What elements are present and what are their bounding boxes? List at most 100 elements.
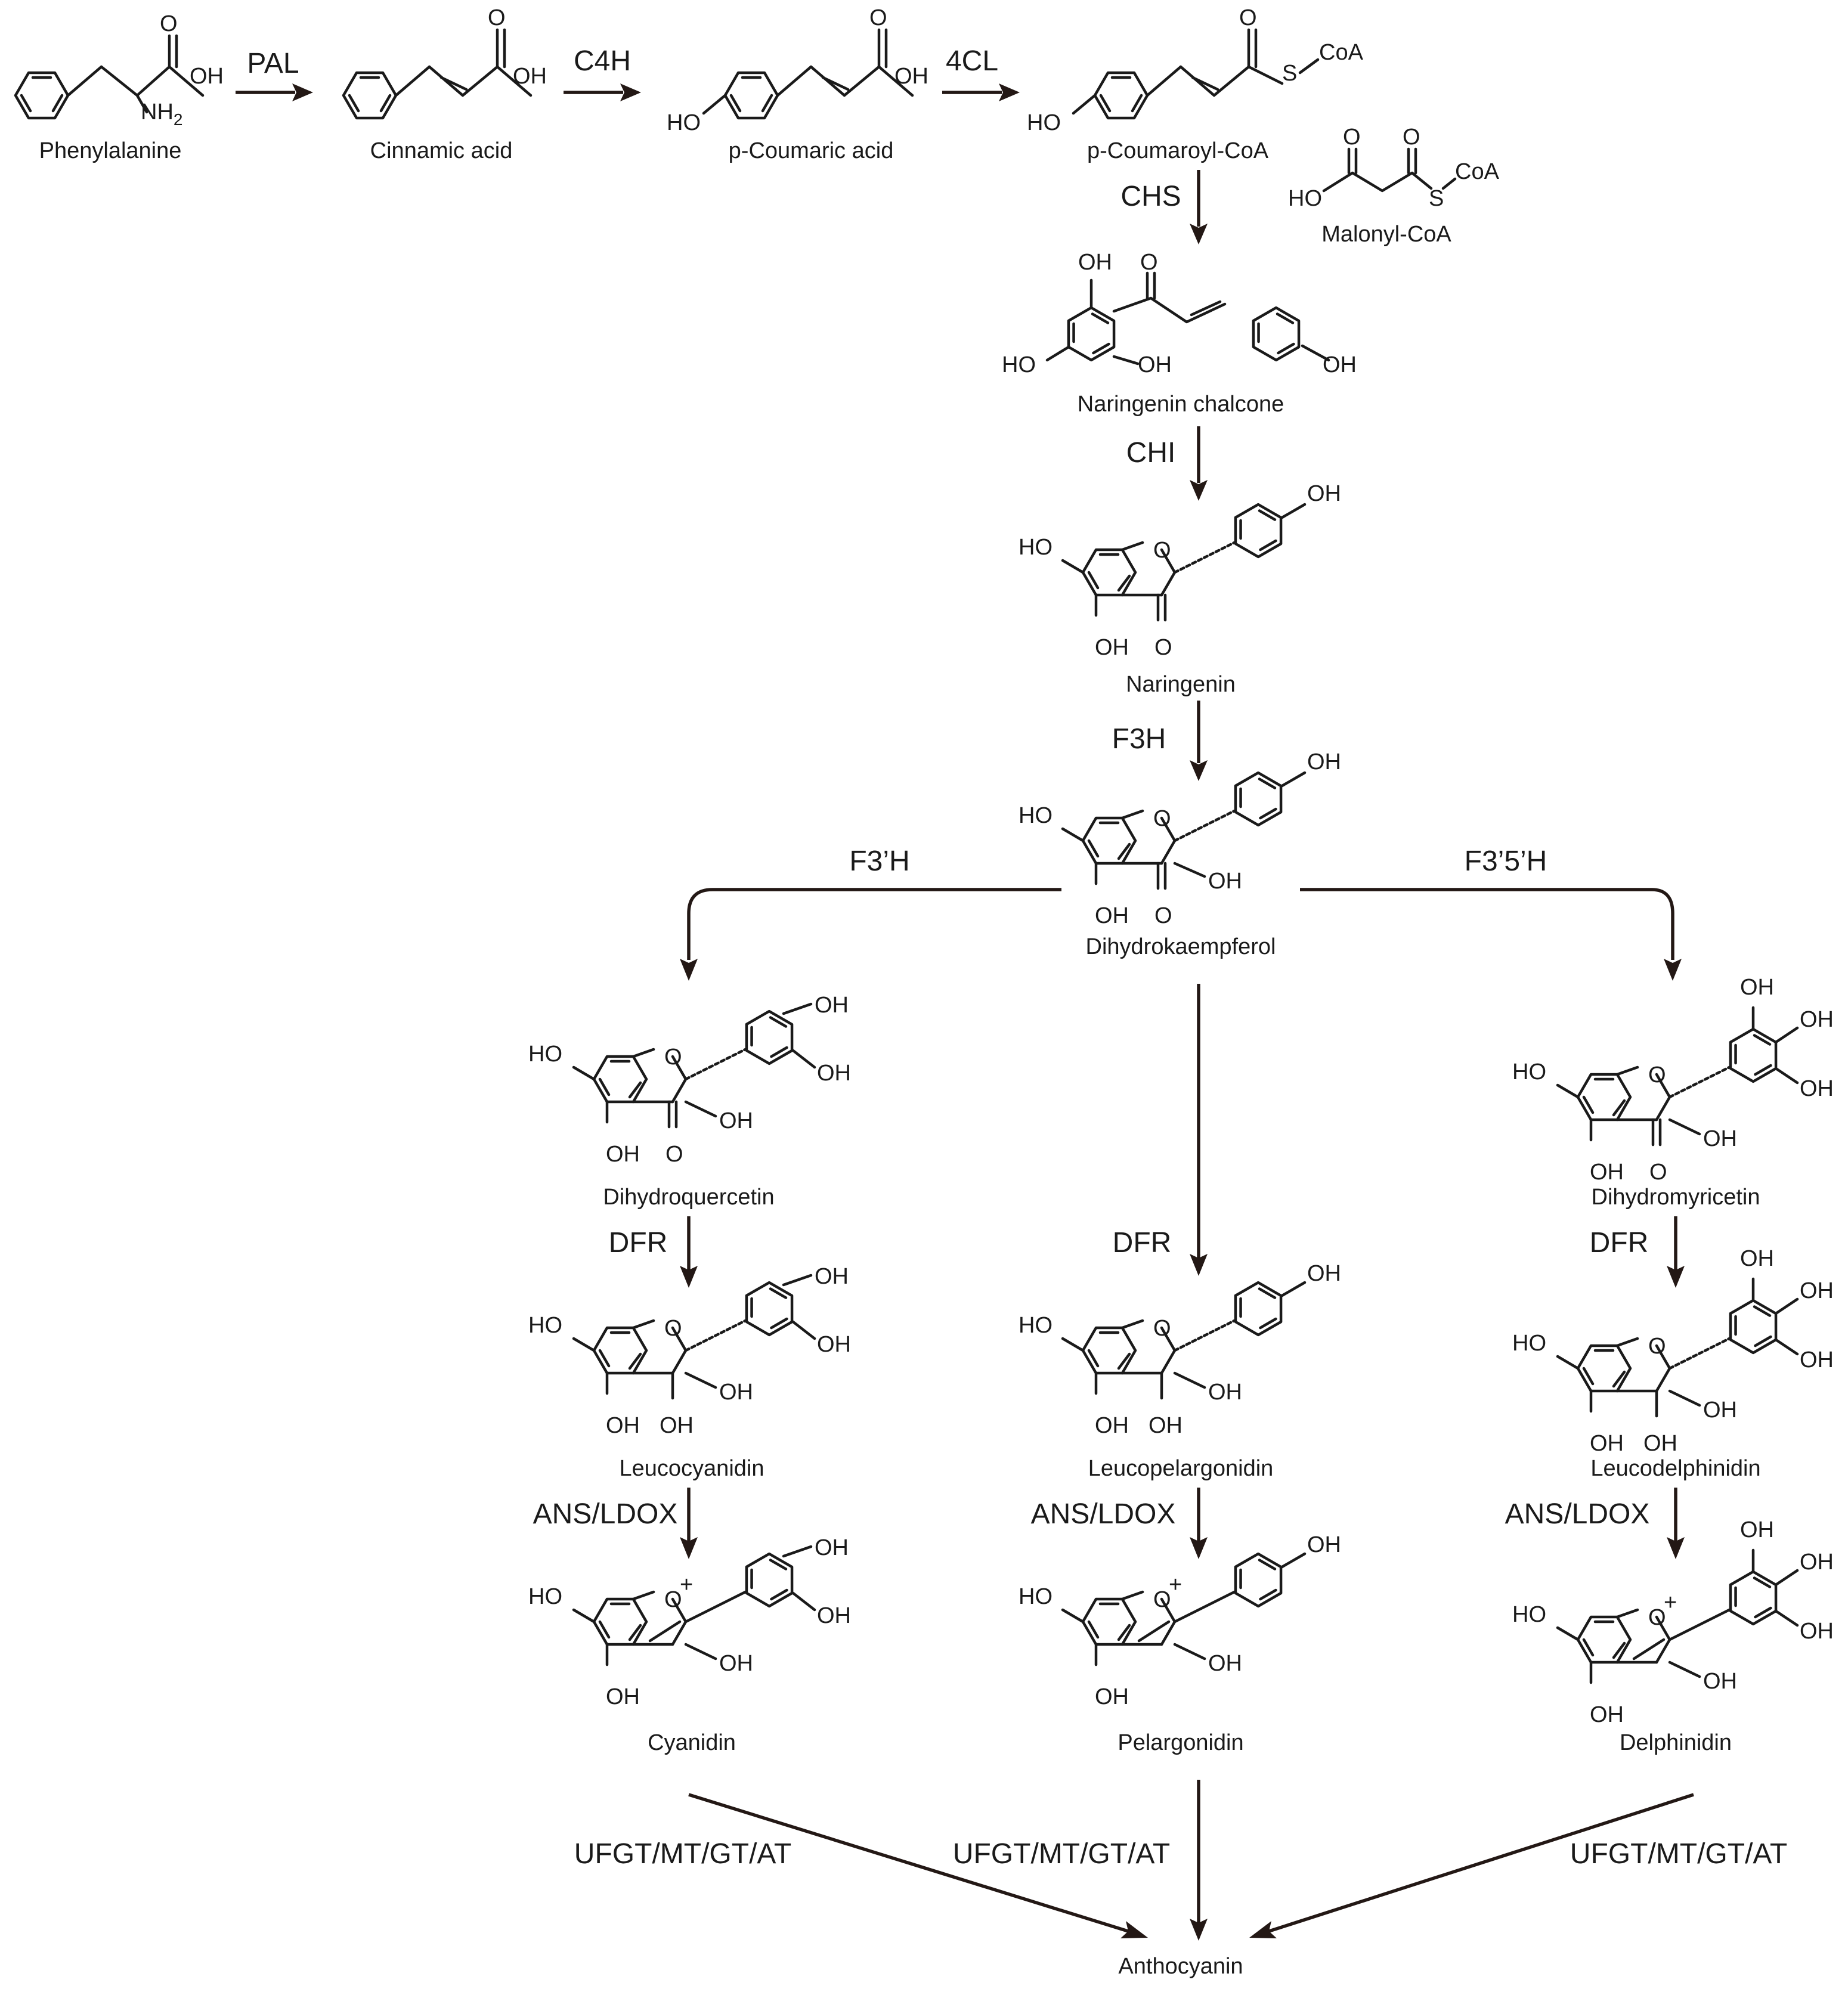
atom-o: O [488,5,506,30]
atom-oh: OH [1590,1160,1624,1185]
atom-oh: OH [894,64,928,89]
dihydroquercetin-structure: O HO OH O OH OH OH [528,993,851,1167]
atom-o: O [1153,538,1171,563]
atom-ho: HO [528,1313,562,1338]
atom-nh: NH [141,100,174,125]
atom-ho: HO [1019,803,1053,828]
compound-label-leucopelargonidin: Leucopelargonidin [1088,1456,1274,1481]
atom-oh: OH [1323,352,1357,377]
compound-label-delphinidin: Delphinidin [1620,1730,1732,1755]
atom-oh: OH [1740,975,1774,1000]
atom-o: O [1154,635,1172,660]
compound-label-malonyl-coa: Malonyl-CoA [1321,222,1451,247]
atom-plus: + [680,1572,693,1597]
atom-o: O [1154,903,1172,928]
leucopelargonidin-structure: O HO OH OH OH OH [1019,1261,1341,1438]
arrow-ans-center [1190,1488,1208,1559]
atom-o: O [664,1587,682,1612]
enzyme-label-chs: CHS [1120,181,1181,212]
dihydromyricetin-structure: O HO OH O OH OH OH OH [1512,975,1834,1185]
arrow-ufgt-left [688,1793,1148,1938]
atom-sub-2: 2 [174,110,183,129]
atom-oh: OH [815,1264,849,1289]
compound-label-dihydrokaempferol: Dihydrokaempferol [1086,934,1276,959]
compound-label-anthocyanin: Anthocyanin [1118,1954,1243,1979]
atom-o: O [664,1316,682,1341]
compound-label-p-coumaric-acid: p-Coumaric acid [729,138,894,163]
enzyme-label-dfr-center: DFR [1113,1227,1172,1259]
compound-label-p-coumaroyl-coa: p-Coumaroyl-CoA [1087,138,1269,163]
arrow-ufgt-right [1249,1793,1694,1938]
atom-oh: OH [719,1108,753,1133]
compound-label-cyanidin: Cyanidin [648,1730,736,1755]
enzyme-label-c4h: C4H [574,45,631,77]
atom-o: O [1403,125,1420,150]
enzyme-label-ans-right: ANS/LDOX [1505,1498,1650,1530]
atom-o: O [664,1045,682,1070]
atom-oh: OH [1095,903,1129,928]
atom-oh: OH [513,64,547,89]
cinnamic-acid-structure: O OH [343,5,547,118]
compound-label-naringenin-chalcone: Naringenin chalcone [1078,392,1284,417]
malonyl-coa-structure: O O HO S CoA [1288,125,1500,211]
atom-o: O [1648,1062,1666,1088]
arrow-dfr-center [1190,984,1208,1276]
atom-ho: HO [1019,535,1053,560]
atom-o: O [869,5,887,30]
enzyme-label-ans-left: ANS/LDOX [533,1498,678,1530]
atom-oh: OH [1138,352,1172,377]
arrow-dfr-left [680,1216,698,1288]
atom-oh: OH [1643,1431,1677,1456]
atom-ho: HO [1002,352,1036,377]
compound-label-pelargonidin: Pelargonidin [1118,1730,1243,1755]
arrow-f35h [1300,888,1682,981]
compound-label-dihydromyricetin: Dihydromyricetin [1592,1185,1760,1210]
enzyme-label-dfr-left: DFR [609,1227,668,1259]
delphinidin-structure: O + HO OH OH OH OH OH [1512,1517,1834,1727]
atom-oh: OH [606,1684,640,1709]
atom-oh: OH [1703,1126,1737,1151]
arrow-ans-right [1667,1488,1685,1559]
atom-oh: OH [1800,1619,1834,1644]
atom-o: O [1239,5,1257,30]
atom-ho: HO [1027,110,1061,135]
arrow-4cl [942,83,1020,101]
p-coumaroyl-coa-structure: O S CoA HO [1027,5,1364,135]
atom-oh: OH [1208,869,1242,894]
enzyme-label-ans-center: ANS/LDOX [1031,1498,1176,1530]
atom-oh: OH [1078,250,1112,275]
atom-oh: OH [1800,1278,1834,1303]
arrow-f3ph [680,888,1061,981]
arrow-f3h [1190,701,1208,781]
atom-oh: OH [719,1380,753,1405]
atom-oh: OH [719,1651,753,1676]
atom-oh: OH [1307,749,1341,775]
atom-oh: OH [1590,1431,1624,1456]
atom-oh: OH [1095,635,1129,660]
atom-oh: OH [1149,1413,1183,1438]
enzyme-label-f3h: F3H [1112,723,1166,755]
atom-oh: OH [815,1535,849,1560]
atom-o: O [1153,1587,1171,1612]
atom-ho: HO [1288,186,1322,211]
atom-oh: OH [1095,1684,1129,1709]
arrow-chs [1190,170,1208,244]
compound-label-leucocyanidin: Leucocyanidin [620,1456,764,1481]
arrow-ans-left [680,1488,698,1559]
atom-o: O [160,11,178,36]
enzyme-label-dfr-right: DFR [1590,1227,1649,1259]
atom-oh: OH [1740,1517,1774,1542]
atom-s: S [1429,186,1444,211]
arrow-pal [236,83,313,101]
compound-label-dihydroquercetin: Dihydroquercetin [603,1185,774,1210]
atom-oh: OH [606,1413,640,1438]
enzyme-label-ufgt-center: UFGT/MT/GT/AT [953,1838,1170,1870]
atom-o: O [1648,1605,1666,1630]
atom-oh: OH [815,993,849,1018]
atom-coa: CoA [1455,159,1500,184]
enzyme-label-pal: PAL [247,48,299,79]
enzyme-label-chi: CHI [1126,437,1176,469]
compound-label-leucodelphinidin: Leucodelphinidin [1590,1456,1760,1481]
atom-oh: OH [817,1603,851,1628]
